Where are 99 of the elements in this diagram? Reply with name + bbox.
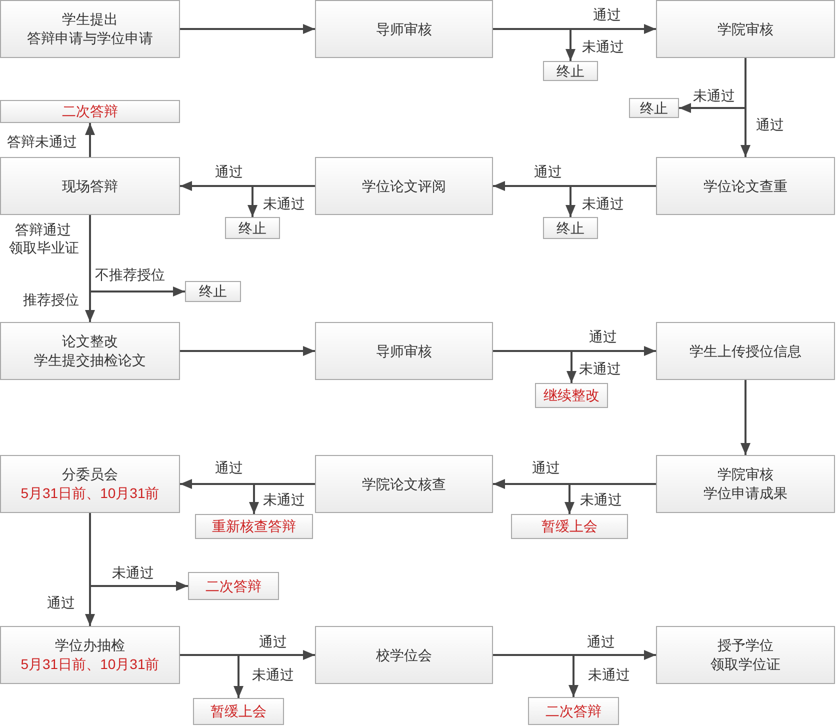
edge-label: 未通过 [263,492,305,508]
step-label: 学生提出 [62,10,118,29]
arrow [493,654,578,697]
step-label: 学院审核 [718,465,774,484]
edge-label: 未通过 [588,666,630,684]
edge-label: 通过 [756,116,784,134]
arrow [493,350,576,383]
result-box [629,98,679,118]
result-box [528,697,619,725]
result-box [225,217,280,239]
edge-label: 通过 [215,460,243,476]
step-label: 导师审核 [376,20,432,38]
step-label: 学生上传授位信息 [690,342,802,360]
arrow [249,483,315,514]
edge-label: 通过 [534,164,562,180]
edge-label: 不推荐授位 [95,266,165,284]
edge-label: 未通过 [693,88,735,104]
edge-label: 通过 [47,594,75,612]
arrow [85,123,95,157]
result-label: 终止 [238,220,266,236]
step-label: 答辩申请与学位申请 [27,29,153,48]
process-box [315,626,493,684]
arrow [248,185,315,217]
edge-label: 推荐授位 [23,292,79,308]
result-box [535,383,608,408]
arrow [740,380,750,455]
process-box [656,455,835,513]
result-box [188,572,279,600]
edge-label: 未通过 [579,360,621,378]
edge-label: 通过 [587,634,615,650]
result-label: 终止 [556,62,584,80]
process-box [0,455,180,513]
process-box [0,626,180,684]
step-label: 学位申请成果 [704,484,788,503]
edge-label: 通过 [593,6,621,24]
arrow [180,346,315,356]
edge-label: 通过 [532,460,560,476]
step-label: 学生提交抽检论文 [34,351,146,370]
arrow [566,185,656,217]
process-box [0,157,180,215]
result-box [0,100,180,123]
step-label: 学位办抽检 [55,636,125,655]
process-box [656,0,835,58]
step-label: 学院论文核查 [362,474,446,494]
step-label: 授予学位 [718,636,774,655]
edge-label: 未通过 [263,196,305,212]
step-label: 校学位会 [376,646,432,664]
result-label: 终止 [640,100,668,116]
result-box [511,514,628,539]
arrow [85,513,95,626]
edge-label: 通过 [259,634,287,650]
result-box [543,61,598,81]
edge-label: 通过 [589,328,617,346]
step-label: 领取学位证 [710,655,780,674]
edge-label: 未通过 [582,196,624,212]
process-box [315,322,493,380]
deadline-label: 5月31日前、10月31前 [20,484,160,503]
result-label: 暂缓上会 [542,518,598,535]
edge-label: 通过 [215,164,243,180]
edge-label: 答辩未通过 [7,134,77,150]
arrow [493,28,576,61]
result-label: 二次答辩 [206,578,262,594]
step-label: 学位论文查重 [704,176,788,196]
result-label: 重新核查答辩 [212,518,296,535]
step-label: 论文整改 [62,332,118,351]
step-label: 现场答辩 [62,176,118,196]
result-label: 暂缓上会 [210,703,266,720]
result-label: 二次答辩 [62,103,118,120]
step-label: 学位论文评阅 [362,176,446,196]
process-box [656,157,835,215]
process-box [656,322,835,380]
edge-label: 未通过 [112,564,154,582]
arrow [740,58,750,157]
result-label: 继续整改 [544,387,600,404]
process-box [315,455,493,513]
result-box [543,217,598,239]
arrow [180,24,315,34]
process-box [315,157,493,215]
process-box [0,0,180,58]
process-box [0,322,180,380]
result-box [193,698,284,725]
edge-label: 未通过 [580,492,622,508]
edge-label: 未通过 [252,666,294,684]
process-box [656,626,835,684]
note-text: 领取毕业证 [9,240,79,256]
step-label: 导师审核 [376,342,432,360]
step-label: 分委员会 [62,465,118,484]
process-box [315,0,493,58]
step-label: 学院审核 [718,20,774,38]
result-label: 终止 [199,283,227,300]
deadline-label: 5月31日前、10月31前 [20,655,160,674]
result-box [185,281,241,302]
result-label: 二次答辩 [546,702,602,720]
arrow [180,654,244,698]
result-box [195,514,313,539]
note-text: 答辩通过 [15,222,71,238]
arrow [564,483,656,514]
result-label: 终止 [556,220,584,236]
edge-label: 未通过 [582,38,624,56]
